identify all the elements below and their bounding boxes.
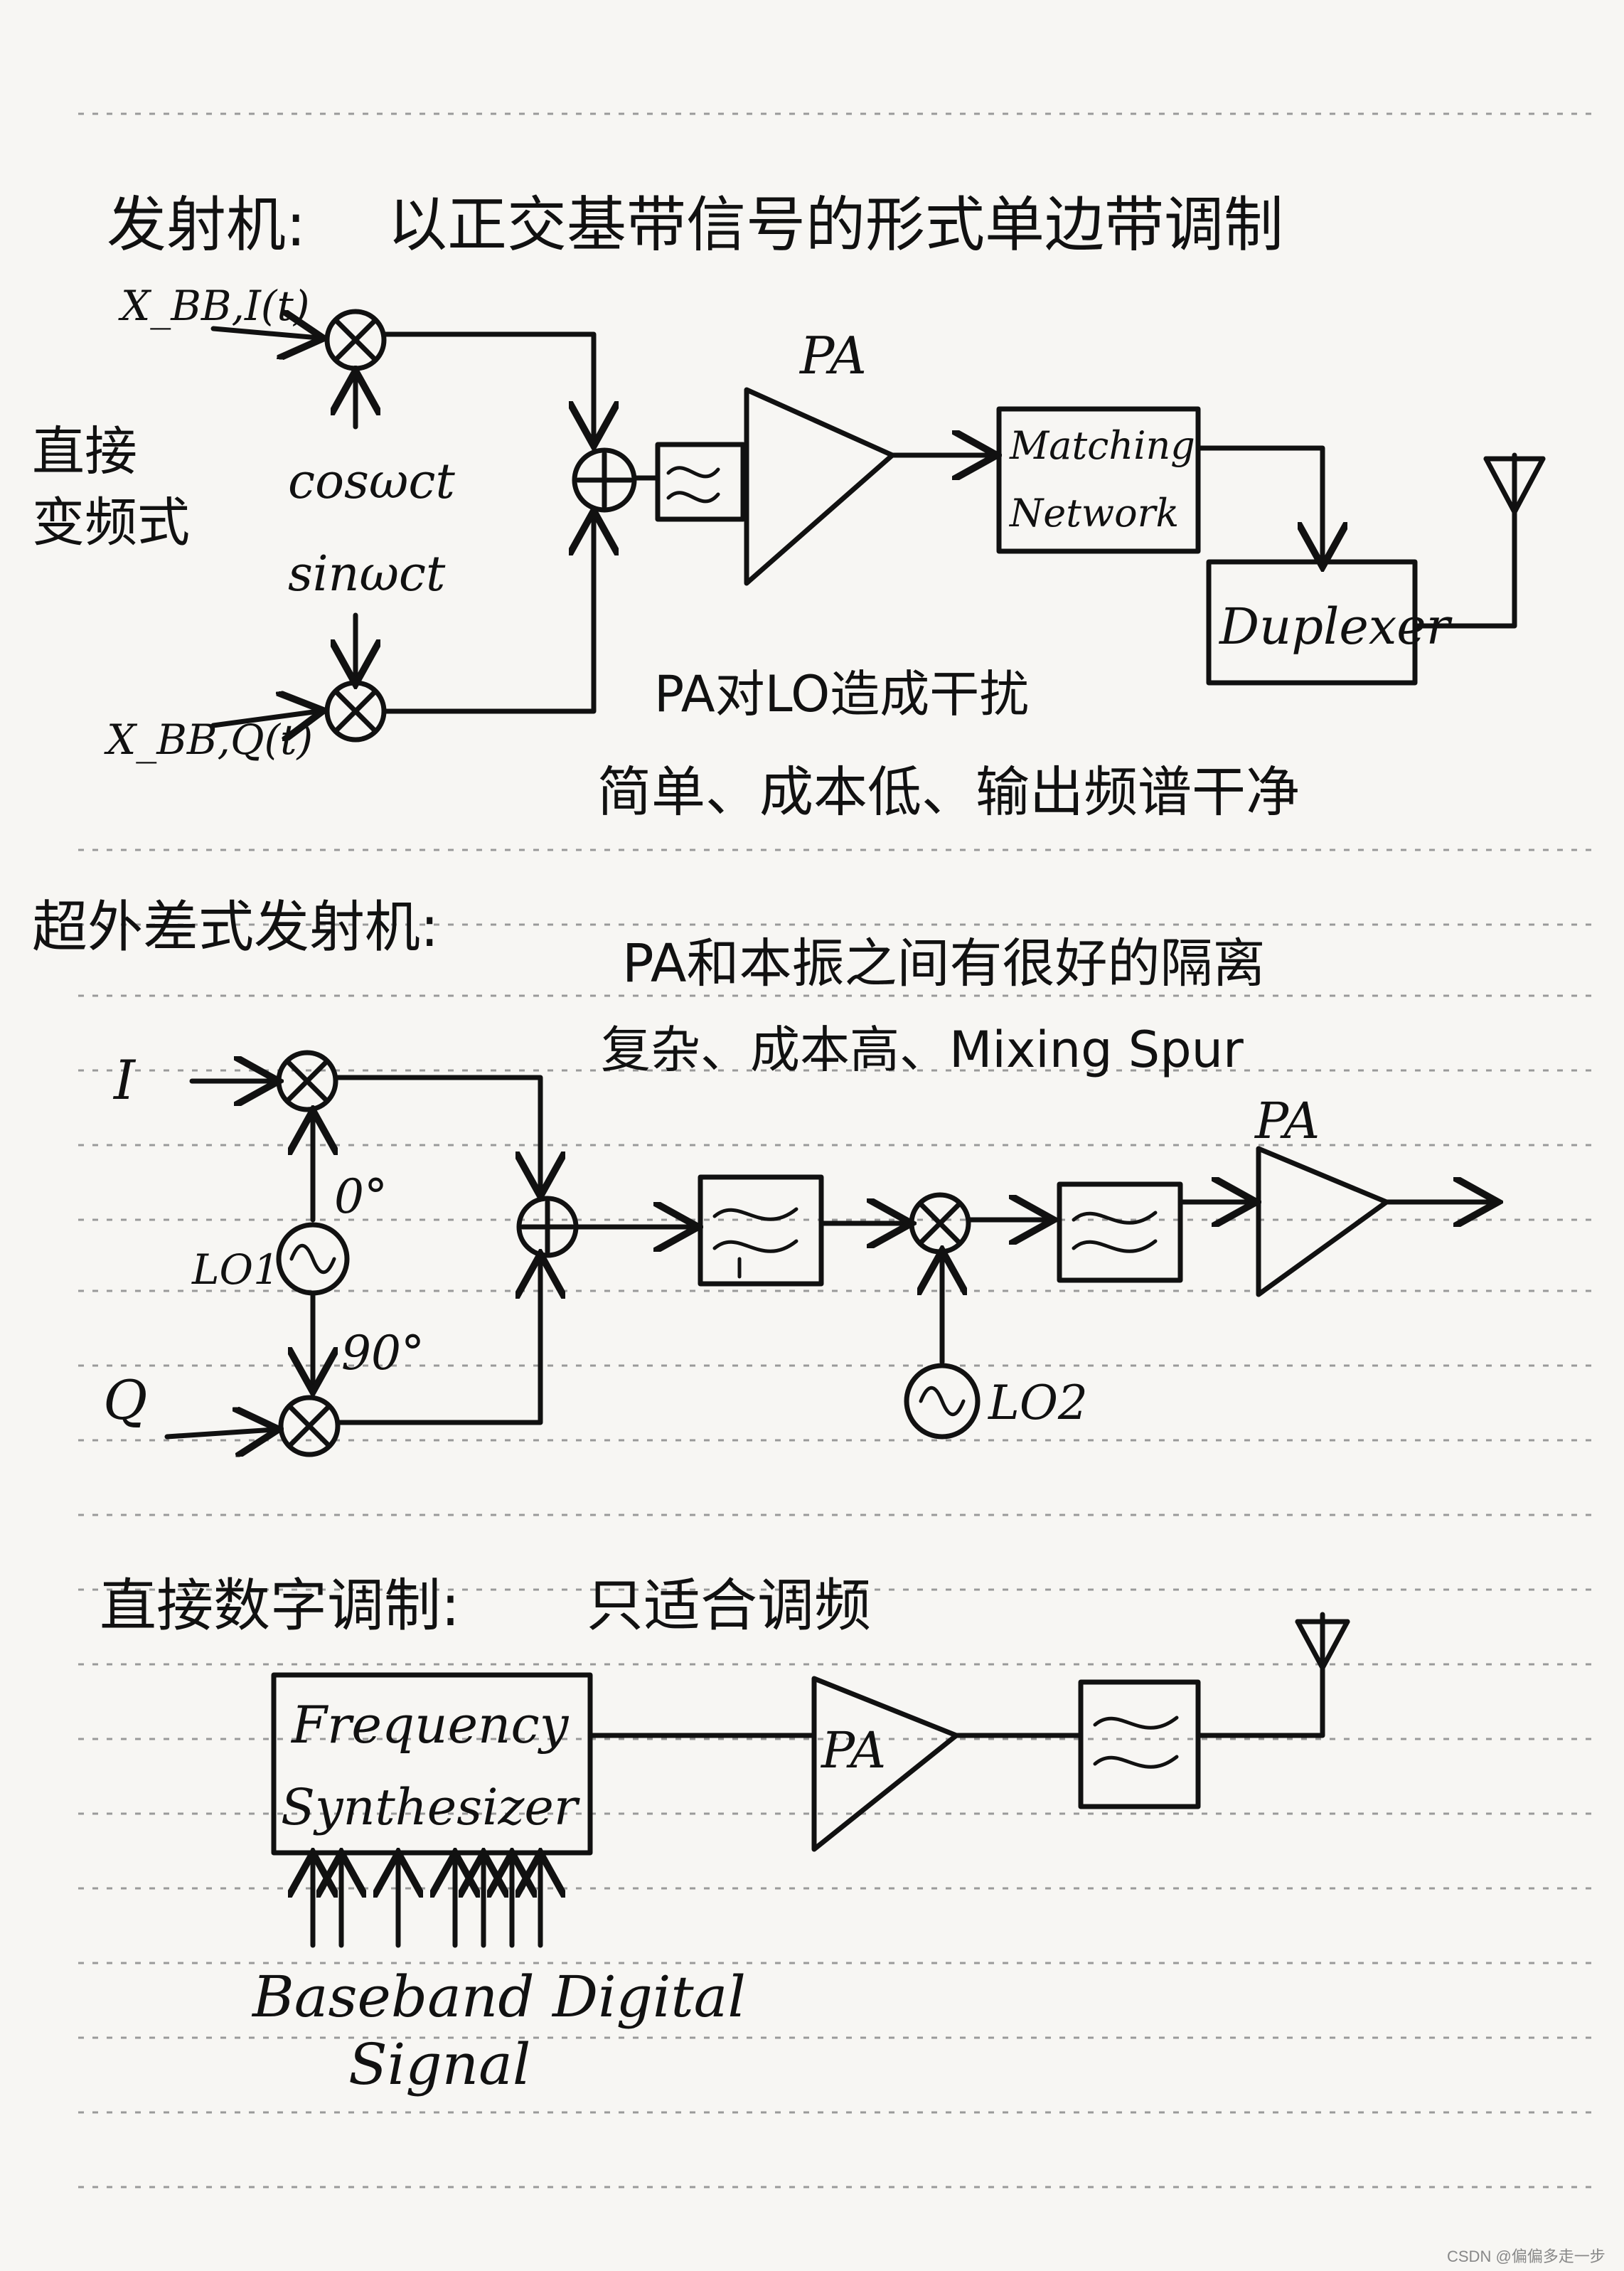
section1-i-to-adder-wire	[381, 331, 594, 441]
section2-input-i-label: I	[112, 1048, 137, 1112]
section2-adder	[516, 1196, 579, 1258]
section3-note: 只适合调频	[587, 1573, 871, 1639]
section3-synth-line1: Frequency	[290, 1695, 570, 1755]
section2-lo2-oscillator	[904, 1363, 981, 1440]
section1-pa-triangle	[744, 387, 895, 586]
section1-input-i-label: X_BB,I(t)	[118, 282, 309, 330]
section2-phase90-label: 90°	[341, 1326, 424, 1381]
section3-synth-line2: Synthesizer	[281, 1778, 580, 1836]
section1-matching-line2: Network	[1008, 491, 1179, 536]
section1-side-label-line1: 直接	[32, 421, 137, 482]
section2-i-to-adder-wire	[335, 1075, 540, 1191]
section1-i-input-arrow	[210, 329, 319, 338]
section-superheterodyne-transmitter: 超外差式发射机: PA和本振之间有很好的隔离 复杂、成本高、Mixing Spu…	[32, 895, 1493, 1454]
section1-q-to-adder-wire	[381, 516, 594, 714]
section1-matching-network-box	[996, 406, 1201, 554]
section-direct-conversion-transmitter: 发射机: 以正交基带信号的形式单边带调制 直接 变频式 X_BB,I(t) co…	[32, 190, 1546, 824]
section3-baseband-input-arrows	[313, 1858, 540, 1948]
section2-q-input-arrow	[164, 1430, 274, 1437]
section1-mixer-q	[324, 680, 387, 743]
section3-baseband-line2: Signal	[348, 2031, 530, 2097]
section1-input-q-label: X_BB,Q(t)	[104, 716, 313, 764]
section2-filter1	[698, 1174, 824, 1287]
section2-title: 超外差式发射机:	[32, 895, 439, 959]
csdn-watermark: CSDN @偏偏多走一步	[1447, 2248, 1606, 2265]
section1-antenna-icon	[1483, 452, 1546, 515]
section2-lo2-label: LO2	[988, 1376, 1088, 1430]
section1-matching-to-duplexer-wire	[1195, 445, 1323, 562]
section2-pa-triangle	[1256, 1146, 1389, 1297]
section2-input-q-label: Q	[103, 1368, 147, 1432]
section1-note2: 简单、成本低、输出频谱干净	[597, 760, 1300, 824]
section2-filter2	[1057, 1181, 1183, 1283]
section3-title: 直接数字调制:	[100, 1573, 460, 1639]
section-direct-digital-modulation: 直接数字调制: 只适合调频 Frequency Synthesizer Base…	[100, 1573, 1350, 2097]
section2-mixer2	[909, 1192, 971, 1255]
section2-lo1-label: LO1	[191, 1245, 279, 1294]
section1-matching-line1: Matching	[1009, 423, 1195, 468]
section1-side-label-line2: 变频式	[32, 492, 190, 553]
section1-duplexer-box	[1206, 559, 1418, 686]
section1-duplexer-to-antenna-wire	[1412, 509, 1517, 629]
section2-q-to-adder-wire	[335, 1259, 540, 1425]
section1-lo-cos-label: cosωct	[288, 454, 455, 510]
section3-pa-label: PA	[820, 1721, 886, 1780]
section3-filter-to-antenna-wire	[1195, 1665, 1325, 1738]
section1-filter-block	[655, 442, 746, 522]
section2-mixer-q	[278, 1395, 341, 1457]
section2-note1: PA和本振之间有很好的隔离	[622, 933, 1266, 994]
section2-mixer-i	[276, 1050, 338, 1112]
section2-pa-label: PA	[1254, 1092, 1320, 1150]
section1-pa-label: PA	[798, 326, 867, 385]
section3-filter	[1078, 1679, 1201, 1809]
section1-adder	[572, 447, 637, 513]
section1-mixer-i	[324, 309, 387, 371]
section2-note2: 复杂、成本高、Mixing Spur	[601, 1021, 1244, 1079]
section1-subtitle: 以正交基带信号的形式单边带调制	[388, 190, 1283, 260]
section2-phase0-label: 0°	[334, 1169, 388, 1224]
section1-note1: PA对LO造成干扰	[654, 665, 1029, 723]
section2-lo1-oscillator	[276, 1222, 350, 1296]
section1-lo-sin-label: sinωct	[288, 546, 446, 602]
section3-baseband-line1: Baseband Digital	[251, 1964, 746, 2030]
section3-antenna-icon	[1295, 1612, 1350, 1671]
ruled-lines	[78, 112, 1600, 2188]
section3-pa-triangle	[811, 1676, 959, 1852]
section1-q-input-arrow	[210, 711, 319, 725]
section1-title: 发射机:	[107, 190, 306, 260]
